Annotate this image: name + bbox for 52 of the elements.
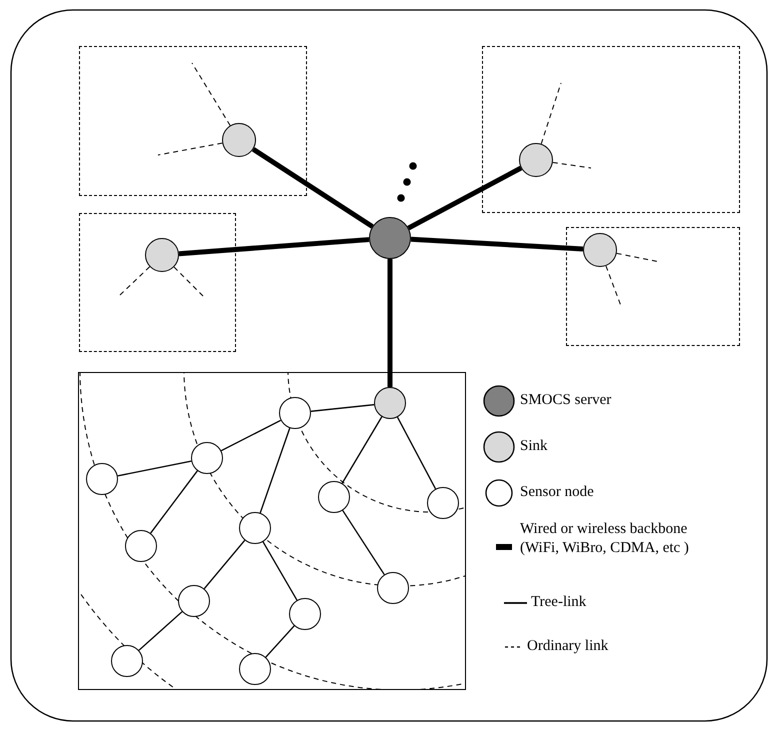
legend-label: Sink [520,437,549,456]
sensor-node-circle [111,645,143,677]
sensor-node-circle [191,442,223,474]
sensor-node-circle [178,585,210,617]
tree-link [220,420,282,452]
tree-link [265,625,295,658]
backbone-link [388,259,392,387]
sink-circle [222,123,256,157]
tree-link [342,510,385,575]
sink-circle [519,143,553,177]
cluster-region-box [566,227,740,346]
ordinary-link [540,82,562,144]
backbone-link [407,166,522,230]
legend-label: Wired or wireless backbone (WiFi, WiBro, CDMA, etc ) [520,520,690,558]
cluster-region-box [482,46,740,213]
tree-link [150,470,198,534]
ordinary-link [120,266,150,296]
tree-link [342,416,382,484]
backbone-link [178,237,370,256]
ordinary-link [605,265,622,306]
ordinary-link [192,62,231,126]
sensor-node-circle [427,487,459,519]
legend-label: Ordinary link [527,637,610,656]
sensor-node-circle [125,530,157,562]
sink-circle [583,233,617,267]
tree-link [310,404,374,412]
sensor-node-circle [279,397,311,429]
cluster-region-box [79,213,236,352]
cluster-region-box [79,46,307,196]
tree-link [262,542,298,600]
tree-link [396,416,436,490]
ordinary-link [158,142,223,156]
sink-circle [145,238,179,272]
ordinary-link [174,266,204,298]
sink-circle [374,387,406,419]
tree-link [260,428,290,514]
sensor-node-circle [289,598,321,630]
sensor-node-circle [377,572,409,604]
legend-label: SMOCS server [520,391,612,410]
tree-link [138,611,183,651]
legend-label: Tree-link [531,593,588,612]
backbone-link [410,236,584,252]
tree-link [204,540,246,590]
tree-link [118,460,192,476]
ordinary-link [552,162,592,168]
legend-label: Sensor node [520,483,595,502]
server-circle [369,217,411,259]
backbone-link [252,147,374,229]
sensor-node-circle [318,481,350,513]
sensor-node-circle [86,463,118,495]
sensor-node-circle [239,653,271,685]
sensor-node-circle [239,512,271,544]
